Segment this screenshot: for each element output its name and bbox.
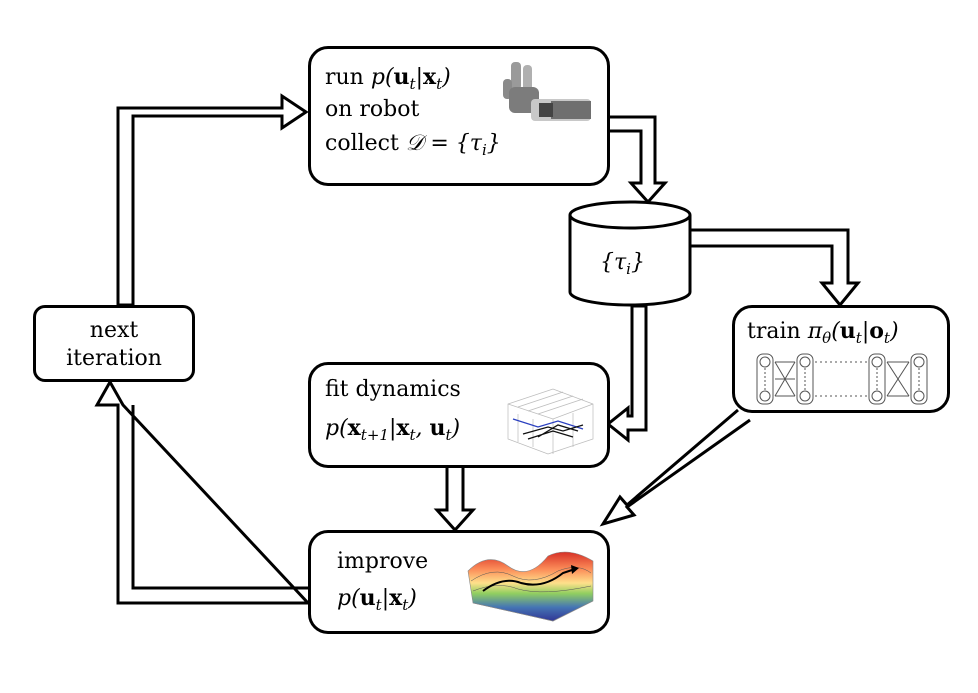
neural-network-image [756, 353, 928, 405]
next-label: next [89, 318, 139, 343]
run-policy-formula: p(ut|xt) [370, 64, 451, 93]
run-label: run [325, 65, 364, 90]
improve-policy-box: improve p(ut|xt) [308, 530, 610, 634]
collect-formula: 𝒟 = {τi} [405, 131, 501, 159]
arrow-dataset-to-fit [605, 304, 648, 444]
robot-hand-image [503, 62, 591, 121]
dynamics-formula: p(xt+1|xt, ut) [325, 415, 461, 444]
fit-dynamics-box: fit dynamics p(xt+1|xt, ut) [308, 362, 610, 468]
arrow-improve-to-next [94, 378, 312, 605]
improve-label: improve [337, 549, 429, 574]
arrow-dataset-to-train [690, 228, 862, 308]
dynamics-plot-image [507, 388, 594, 455]
surface-plot-image [467, 551, 594, 622]
fit-dynamics-label: fit dynamics [325, 377, 461, 402]
run-on-robot-label: on robot [325, 97, 420, 122]
collect-label: collect [325, 131, 399, 156]
train-policy-formula: πθ(ut|ot) [807, 318, 899, 347]
run-policy-box: run p(ut|xt) on robot collect 𝒟 = {τi} [308, 46, 610, 186]
arrow-next-to-run [116, 93, 309, 307]
train-label: train [747, 319, 801, 344]
improve-formula: p(ut|xt) [337, 585, 417, 614]
train-policy-box: train πθ(ut|ot) [732, 305, 950, 413]
arrow-fit-to-improve [433, 468, 477, 533]
next-iteration-box: next iteration [33, 305, 195, 382]
arrow-run-to-dataset [610, 115, 669, 205]
dataset-cylinder [568, 200, 692, 307]
arrow-train-to-improve [599, 408, 751, 527]
dataset-label: {τi} [600, 250, 645, 278]
iteration-label: iteration [66, 346, 162, 371]
